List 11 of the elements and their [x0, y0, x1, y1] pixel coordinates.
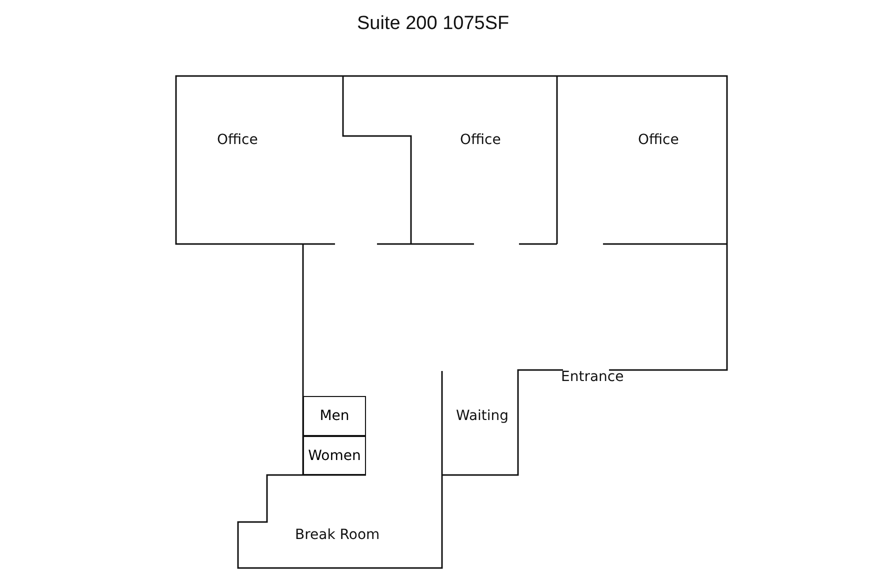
- room-name: Office: [217, 132, 258, 148]
- restroom-box: [303, 396, 366, 436]
- room-name: Entrance: [561, 369, 624, 385]
- room-name: Office: [638, 132, 679, 148]
- plan-title: Suite 200 1075SF: [357, 13, 510, 35]
- room-name: Men: [320, 408, 350, 424]
- room-name: Break Room: [295, 527, 380, 543]
- room-name: Waiting: [456, 408, 509, 424]
- restroom-box: [303, 436, 366, 475]
- room-name: Office: [460, 132, 501, 148]
- room-name: Women: [308, 448, 361, 464]
